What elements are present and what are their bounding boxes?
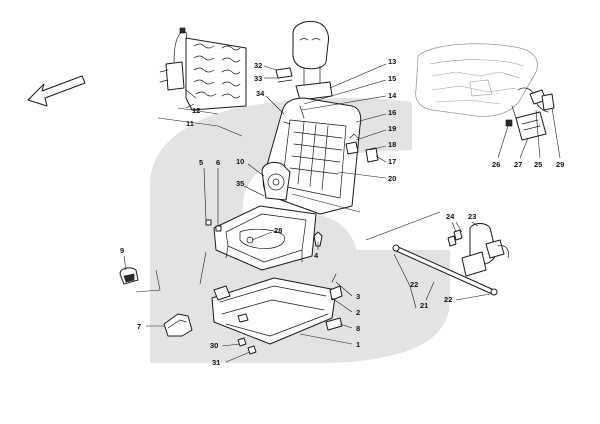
seat-track-rails [211,273,343,345]
control-module-harness [505,87,555,141]
callout-31: 31 [212,358,220,367]
callout-17: 17 [388,157,396,166]
recliner-mechanism [261,161,291,201]
callout-21: 21 [420,301,428,310]
callout-22-left: 22 [410,280,418,289]
callout-3: 3 [356,292,360,301]
seat-back-spring-mat [159,27,247,111]
callout-24: 24 [446,212,455,221]
seat-cushion-foam [415,43,538,117]
callout-10: 10 [236,157,244,166]
direction-arrow-icon [27,75,86,107]
callout-1: 1 [356,340,360,349]
mounting-bracket [163,313,193,337]
callout-34: 34 [256,89,265,98]
callout-9: 9 [120,246,124,255]
callout-13: 13 [388,57,396,66]
callout-15: 15 [388,74,396,83]
callout-27: 27 [514,160,522,169]
callout-8: 8 [356,324,360,333]
callout-6: 6 [216,158,220,167]
motor-actuator [447,223,509,277]
callout-26: 26 [492,160,500,169]
callout-4: 4 [314,251,319,260]
callout-33: 33 [254,74,262,83]
callout-35: 35 [236,179,244,188]
leader-lines [123,63,561,363]
callout-30: 30 [210,341,218,350]
drive-rod [392,244,498,296]
callout-25: 25 [534,160,542,169]
callout-32: 32 [254,61,262,70]
callout-11: 11 [186,119,194,128]
callout-12: 12 [192,106,200,115]
screws [205,219,323,247]
callout-7: 7 [137,322,141,331]
callout-5: 5 [199,158,203,167]
switch-clip [119,267,139,285]
callout-28: 28 [274,226,282,235]
callout-29: 29 [556,160,564,169]
seat-cushion-frame [213,205,317,271]
callout-2: 2 [356,308,360,317]
callout-labels: 12 11 32 33 34 13 15 14 16 19 18 17 20 1… [120,57,564,367]
seat-back-clips [345,133,379,163]
headrest [275,21,329,87]
callout-19: 19 [388,124,396,133]
callout-22-right: 22 [444,295,452,304]
callout-16: 16 [388,108,396,117]
callout-18: 18 [388,140,396,149]
callout-20: 20 [388,174,396,183]
callout-23: 23 [468,212,476,221]
callout-14: 14 [388,91,397,100]
